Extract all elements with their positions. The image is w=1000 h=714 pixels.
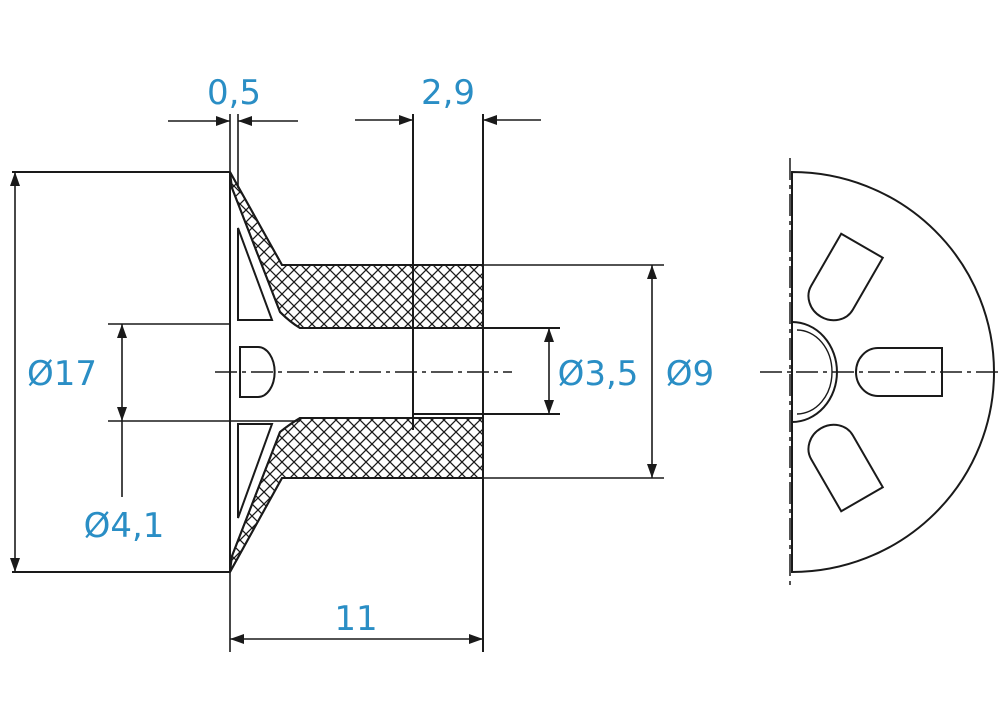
dim-flange: 2,9 (421, 73, 475, 113)
section-view (12, 114, 560, 652)
upper-hatched-section (229, 171, 484, 329)
dim-outer-diameter: Ø17 (27, 354, 97, 394)
dim-inner-diameter: Ø3,5 (558, 354, 639, 394)
slot-upper (807, 232, 885, 322)
dimension-labels: 0,5 2,9 Ø17 Ø4,1 Ø3,5 Ø9 11 (27, 73, 714, 639)
lower-hatched-section (229, 417, 484, 573)
dim-length: 11 (334, 599, 377, 639)
dim-hole-diameter: Ø4,1 (84, 506, 165, 546)
lower-inner-cone (231, 417, 413, 557)
half-disc-outline (791, 170, 995, 574)
lower-slot-cavity (237, 423, 274, 519)
dim-body-diameter: Ø9 (666, 354, 714, 394)
side-view (791, 170, 995, 574)
slot-horizontal (855, 347, 943, 397)
upper-inner-cone (231, 187, 413, 329)
upper-slot-cavity (237, 227, 274, 321)
dim-thickness: 0,5 (207, 73, 261, 113)
slot-lower (807, 423, 885, 513)
dimension-lines (10, 114, 664, 652)
